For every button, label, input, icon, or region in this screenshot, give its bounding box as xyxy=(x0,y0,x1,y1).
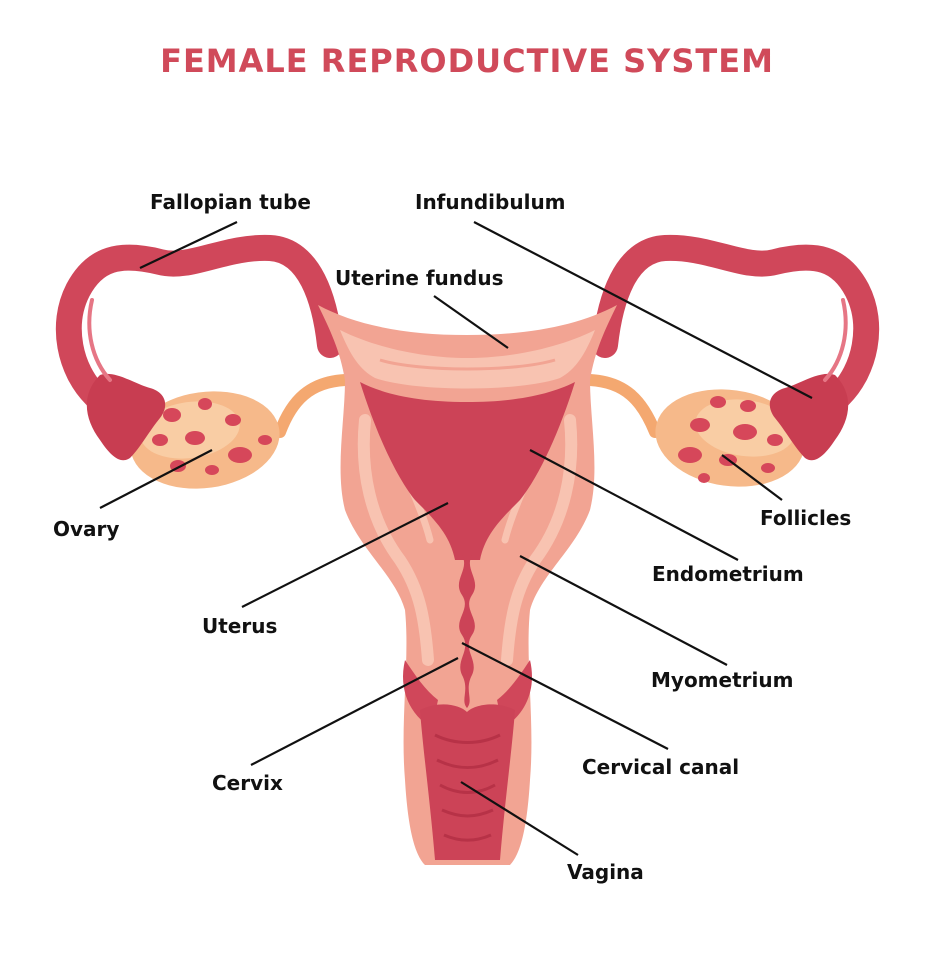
label-vagina: Vagina xyxy=(567,860,644,884)
label-cervical-canal: Cervical canal xyxy=(582,755,739,779)
ovarian-ligaments xyxy=(274,374,661,438)
left-ovary xyxy=(130,391,280,489)
label-infundibulum: Infundibulum xyxy=(415,190,566,214)
label-cervix: Cervix xyxy=(212,771,283,795)
label-myometrium: Myometrium xyxy=(651,668,793,692)
diagram-title: FEMALE REPRODUCTIVE SYSTEM xyxy=(160,42,774,80)
left-follicles xyxy=(152,398,272,475)
label-fallopian-tube: Fallopian tube xyxy=(150,190,311,214)
right-fallopian-tube xyxy=(592,234,880,461)
label-uterine-fundus: Uterine fundus xyxy=(335,266,504,290)
label-ovary: Ovary xyxy=(53,517,119,541)
right-follicles xyxy=(678,396,783,483)
vagina xyxy=(420,704,515,860)
label-uterus: Uterus xyxy=(202,614,277,638)
uterine-fundus xyxy=(340,330,595,389)
label-endometrium: Endometrium xyxy=(652,562,804,586)
cervical-canal xyxy=(458,555,476,708)
endometrium xyxy=(360,382,575,560)
label-follicles: Follicles xyxy=(760,506,851,530)
left-fallopian-tube xyxy=(55,234,343,461)
right-ovary xyxy=(655,389,805,487)
leader-lines xyxy=(99,221,813,856)
uterus-body xyxy=(318,305,617,865)
